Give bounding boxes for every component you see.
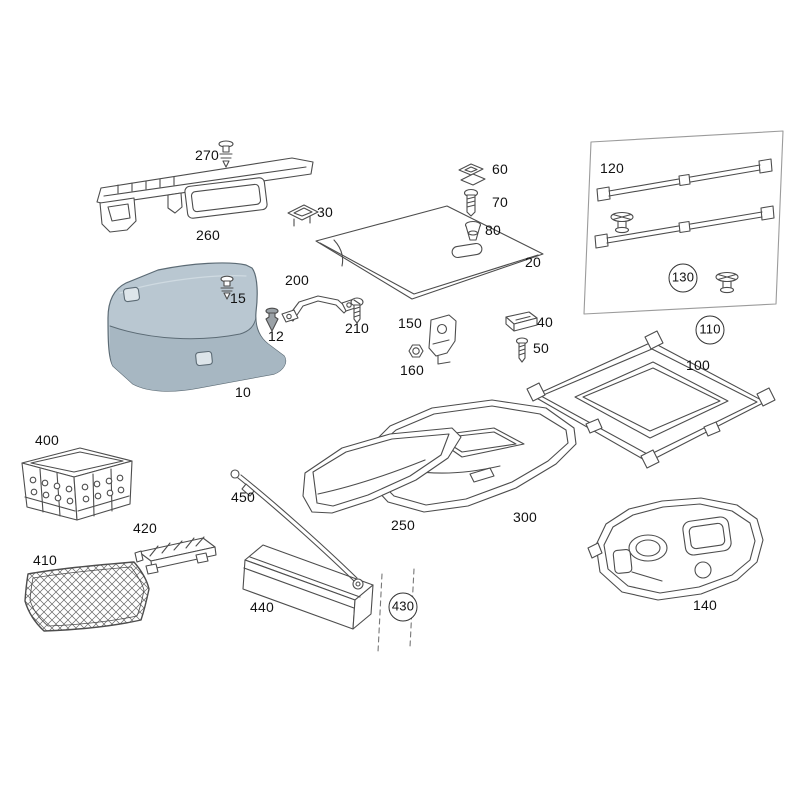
part-20-floor-panel-drawing [315, 205, 544, 300]
part-label-12[interactable]: 12 [268, 328, 284, 344]
part-label-50[interactable]: 50 [533, 340, 549, 356]
part-label-440[interactable]: 440 [250, 599, 274, 615]
part-60-clip-drawing [458, 163, 486, 186]
part-400-crate-drawing [21, 447, 133, 521]
part-label-260[interactable]: 260 [196, 227, 220, 243]
part-label-400[interactable]: 400 [35, 432, 59, 448]
part-80-fastener-drawing [464, 220, 482, 241]
part-label-270[interactable]: 270 [195, 147, 219, 163]
part-270-clip-drawing [218, 140, 234, 168]
part-label-410[interactable]: 410 [33, 552, 57, 568]
part-420-rail-drawing [134, 536, 217, 575]
part-label-250[interactable]: 250 [391, 517, 415, 533]
part-label-40[interactable]: 40 [537, 314, 553, 330]
part-30-bracket-drawing [287, 204, 319, 227]
part-label-80[interactable]: 80 [485, 222, 501, 238]
part-140-tool-tray-drawing [587, 497, 764, 601]
part-120-rails-drawing [583, 130, 784, 315]
part-label-110[interactable]: 110 [695, 315, 725, 345]
part-label-130[interactable]: 130 [668, 263, 698, 293]
part-160-nut-drawing [408, 344, 424, 358]
part-100-frame-drawing [526, 330, 776, 469]
part-440-box-drawing [242, 544, 374, 630]
part-label-30[interactable]: 30 [317, 204, 333, 220]
part-40-latch-drawing [505, 311, 538, 332]
part-label-60[interactable]: 60 [492, 161, 508, 177]
part-label-150[interactable]: 150 [398, 315, 422, 331]
part-label-70[interactable]: 70 [492, 194, 508, 210]
part-label-420[interactable]: 420 [133, 520, 157, 536]
part-210-screw-drawing [350, 297, 364, 324]
part-130-fastener-drawing [610, 211, 739, 294]
part-70-screw-drawing [463, 188, 479, 217]
part-200-bracket-drawing [281, 295, 359, 323]
part-150-bracket-drawing [428, 314, 457, 365]
part-50-screw-drawing [515, 337, 529, 363]
part-label-120[interactable]: 120 [600, 160, 624, 176]
part-label-20[interactable]: 20 [525, 254, 541, 270]
part-label-200[interactable]: 200 [285, 272, 309, 288]
part-260-trim-panel-drawing [96, 157, 314, 233]
part-450-rod-drawing [230, 469, 364, 590]
part-label-160[interactable]: 160 [400, 362, 424, 378]
part-label-300[interactable]: 300 [513, 509, 537, 525]
part-250-tray-drawing [302, 427, 462, 514]
part-10-cover-drawing [107, 262, 287, 392]
part-label-430[interactable]: 430 [388, 592, 418, 622]
part-label-15[interactable]: 15 [230, 290, 246, 306]
part-label-140[interactable]: 140 [693, 597, 717, 613]
part-label-100[interactable]: 100 [686, 357, 710, 373]
part-label-10[interactable]: 10 [235, 384, 251, 400]
part-15-clip-drawing [220, 275, 234, 300]
part-12-clip-drawing [265, 307, 279, 332]
part-label-450[interactable]: 450 [231, 489, 255, 505]
part-label-210[interactable]: 210 [345, 320, 369, 336]
part-410-net-drawing [24, 561, 150, 632]
